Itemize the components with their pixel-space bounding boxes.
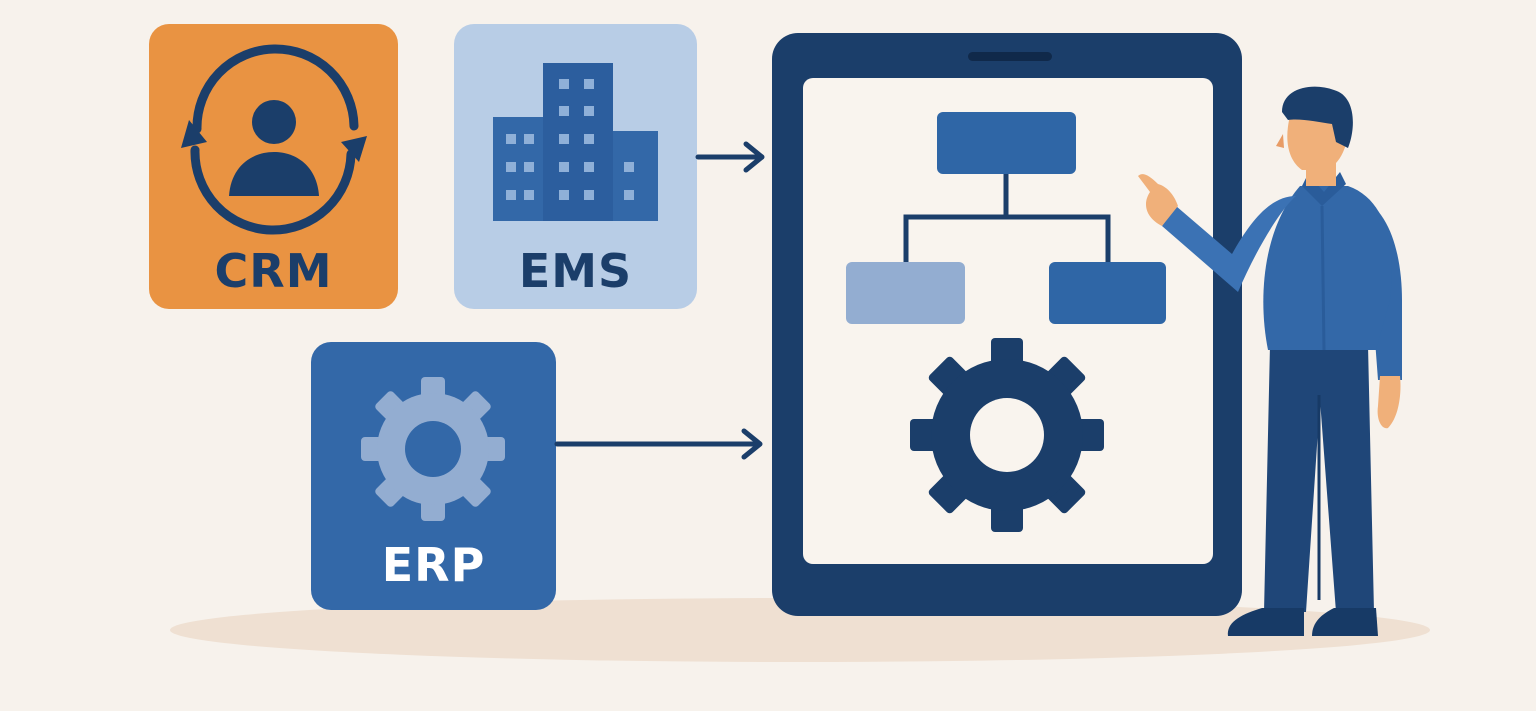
crm-label: CRM [214, 244, 333, 298]
erp-tile: ERP [311, 342, 556, 610]
tablet-device [772, 33, 1242, 616]
presenter-person [1138, 86, 1402, 636]
org-chart-icon [846, 112, 1166, 324]
ems-tile: EMS [454, 24, 697, 309]
crm-tile: CRM [149, 24, 398, 309]
gear-icon [361, 377, 505, 521]
gear-icon [910, 338, 1104, 532]
arrow-right-icon [554, 428, 763, 460]
ems-label: EMS [518, 244, 633, 298]
erp-label: ERP [381, 538, 486, 592]
user-cycle-icon [181, 44, 367, 235]
arrow-right-icon [695, 141, 765, 173]
building-icon [493, 63, 658, 221]
